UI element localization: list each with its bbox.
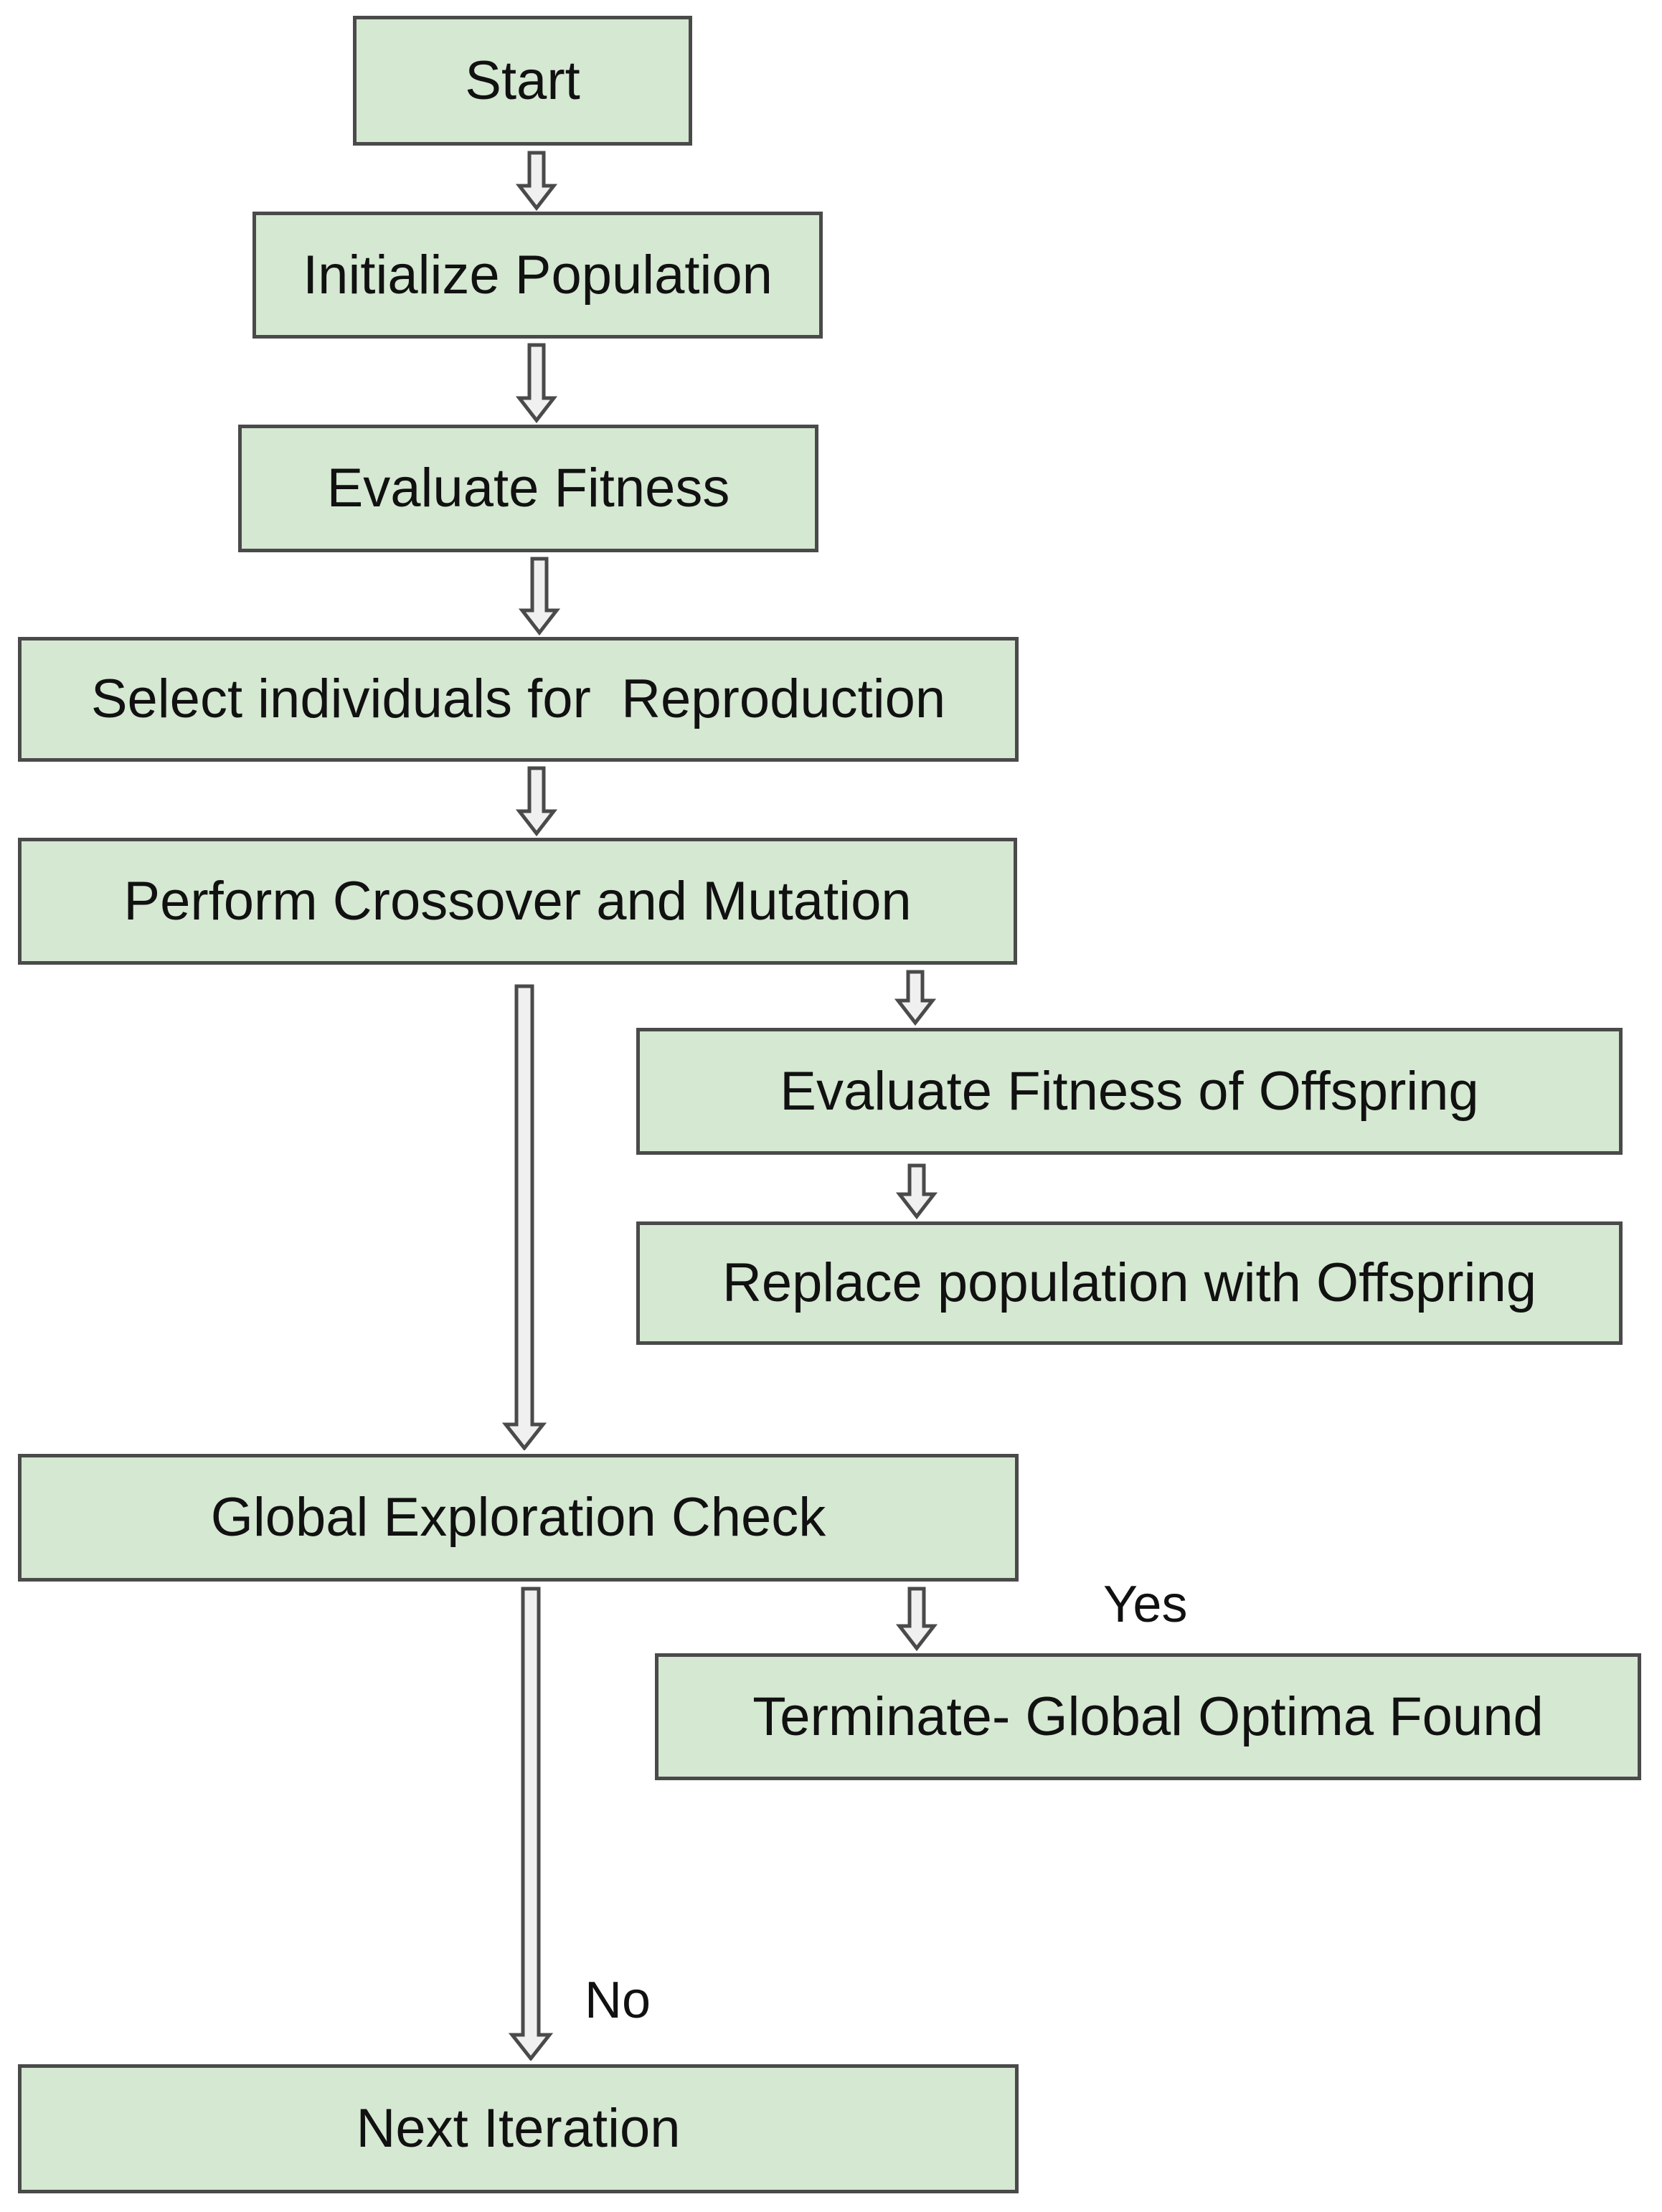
node-evaluate-fitness: Evaluate Fitness <box>238 425 818 552</box>
arrow-evaluate-to-select-icon <box>518 557 561 635</box>
node-select-individuals: Select individuals for Reproduction <box>18 637 1019 762</box>
edge-label-yes: Yes <box>1103 1576 1188 1633</box>
node-start: Start <box>353 16 692 146</box>
node-global-exploration-check: Global Exploration Check <box>18 1454 1019 1582</box>
node-terminate-global-optima-label: Terminate- Global Optima Found <box>752 1686 1544 1747</box>
arrow-global-check-to-terminate-icon <box>895 1587 938 1651</box>
arrow-global-check-to-next-iteration-icon <box>508 1587 554 2061</box>
node-perform-crossover-mutation: Perform Crossover and Mutation <box>18 838 1017 965</box>
arrow-crossover-to-evaluate-offspring-icon <box>894 970 937 1026</box>
node-select-individuals-label: Select individuals for Reproduction <box>90 668 946 730</box>
node-global-exploration-check-label: Global Exploration Check <box>210 1487 826 1549</box>
arrow-initialize-to-evaluate-icon <box>515 343 558 423</box>
arrow-evaluate-offspring-to-replace-icon <box>895 1163 938 1219</box>
node-replace-population: Replace population with Offspring <box>636 1221 1623 1345</box>
node-initialize-population: Initialize Population <box>252 212 823 339</box>
node-terminate-global-optima: Terminate- Global Optima Found <box>655 1653 1641 1780</box>
arrow-crossover-to-global-check-icon <box>501 984 547 1450</box>
node-initialize-population-label: Initialize Population <box>303 244 773 306</box>
node-perform-crossover-mutation-label: Perform Crossover and Mutation <box>123 870 912 932</box>
node-next-iteration: Next Iteration <box>18 2064 1019 2193</box>
arrow-select-to-crossover-icon <box>515 766 558 836</box>
edge-label-no: No <box>585 1972 651 2029</box>
node-replace-population-label: Replace population with Offspring <box>722 1252 1537 1314</box>
node-next-iteration-label: Next Iteration <box>356 2098 681 2160</box>
node-start-label: Start <box>465 49 580 111</box>
node-evaluate-fitness-label: Evaluate Fitness <box>326 458 730 519</box>
arrow-start-to-initialize-icon <box>515 151 558 211</box>
node-evaluate-fitness-offspring: Evaluate Fitness of Offspring <box>636 1028 1623 1155</box>
node-evaluate-fitness-offspring-label: Evaluate Fitness of Offspring <box>780 1060 1479 1122</box>
